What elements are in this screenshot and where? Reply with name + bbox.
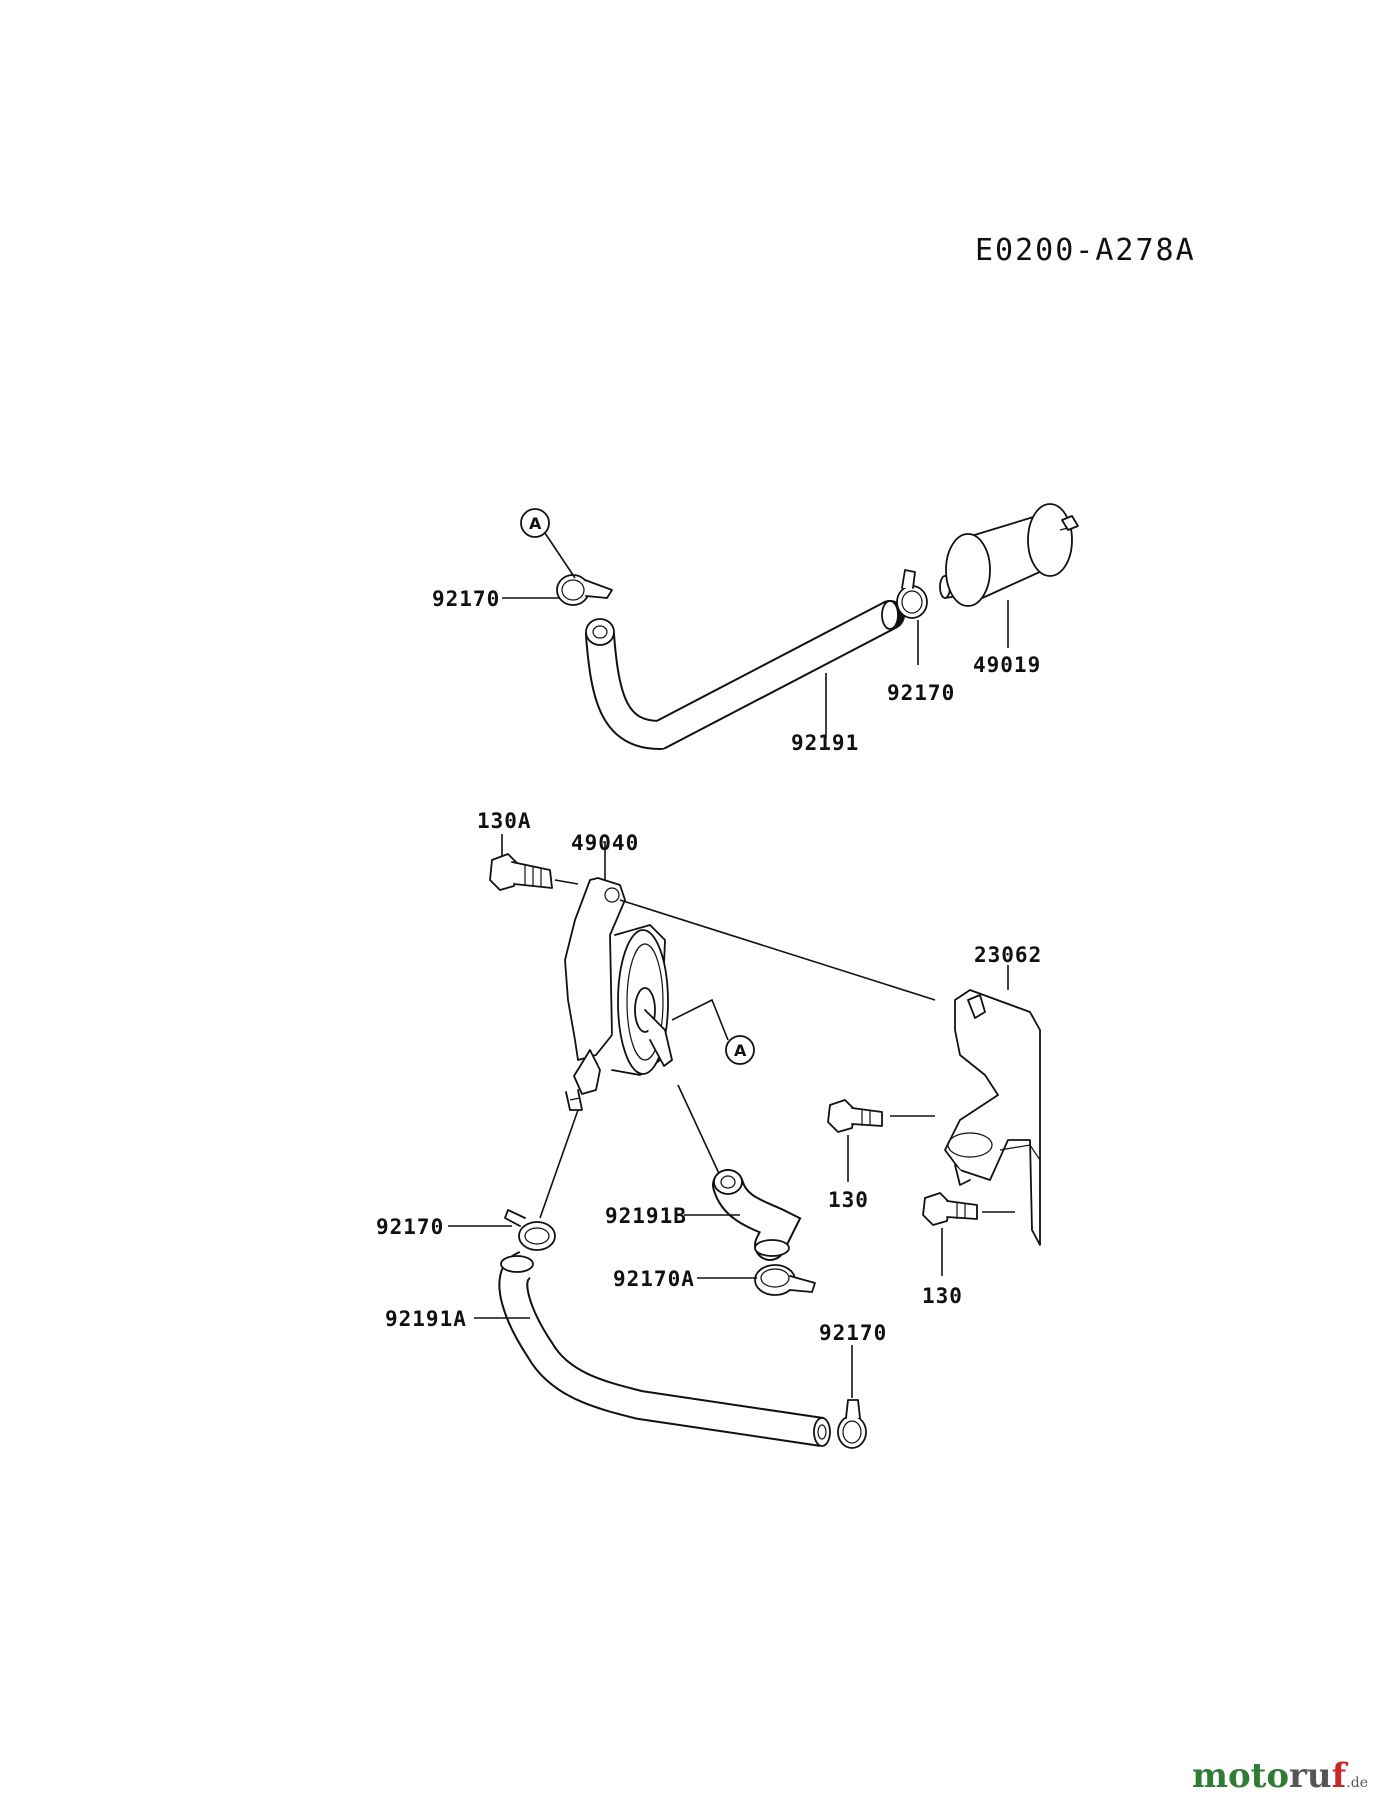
label-92170a: 92170A	[613, 1267, 695, 1291]
hose-92191a	[498, 1251, 831, 1447]
fuel-pump-49040	[564, 877, 673, 1111]
reference-marker-a-lower: A	[671, 998, 755, 1065]
label-23062: 23062	[974, 943, 1042, 967]
reference-marker-a-top: A	[520, 508, 576, 579]
hose-92191b	[712, 1169, 802, 1261]
label-92191a: 92191A	[385, 1307, 467, 1331]
label-92170: 92170	[432, 587, 500, 611]
svg-text:A: A	[734, 1041, 747, 1060]
label-130: 130	[828, 1188, 869, 1212]
bolt-130a	[489, 853, 579, 891]
svg-text:A: A	[529, 514, 542, 533]
label-92170: 92170	[887, 681, 955, 705]
watermark-logo: motoruf.de	[1191, 1756, 1368, 1796]
label-49019: 49019	[973, 653, 1041, 677]
label-130a: 130A	[477, 809, 532, 833]
bolt-130-lower	[922, 1192, 1015, 1226]
clamp-92170-mid	[504, 1209, 556, 1251]
clamp-92170-top-right	[896, 569, 928, 619]
bolt-130-upper	[827, 1099, 935, 1133]
label-92191: 92191	[791, 731, 859, 755]
fuel-filter-49019	[939, 503, 1079, 607]
diagram-code: E0200-A278A	[975, 233, 1196, 268]
clamp-92170-top-left	[556, 574, 613, 606]
label-130: 130	[922, 1284, 963, 1308]
label-49040: 49040	[571, 831, 639, 855]
bracket-23062	[944, 989, 1041, 1246]
label-92170: 92170	[819, 1321, 887, 1345]
label-92170: 92170	[376, 1215, 444, 1239]
clamp-92170-bottom	[837, 1399, 867, 1449]
label-92191b: 92191B	[605, 1204, 687, 1228]
hose-92191	[585, 600, 905, 750]
clamp-92170a	[754, 1264, 816, 1296]
